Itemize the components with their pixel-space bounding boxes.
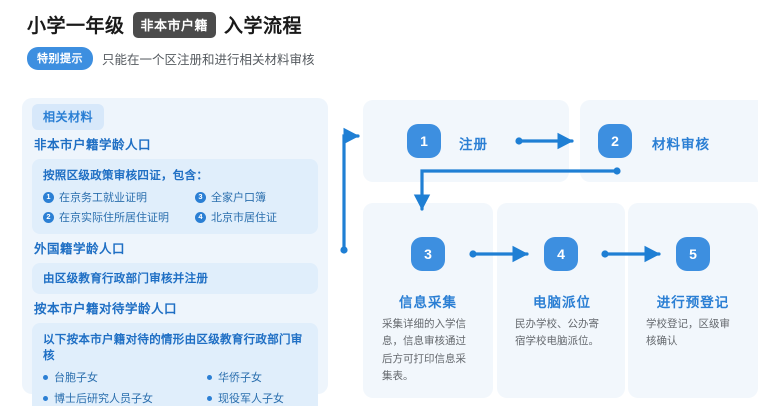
flow-card-step-3 [363, 203, 493, 398]
section-title-equivalent: 按本市户籍对待学龄人口 [34, 302, 178, 316]
section-box-head-equivalent: 以下按本市户籍对待的情形由区级教育行政部门审核 [43, 334, 303, 362]
certificate-list: 1 在京务工就业证明 3 全家户口簿 2 在京实际住所居住证明 4 北京市居住证 [43, 189, 307, 225]
section-box-equivalent: 以下按本市户籍对待的情形由区级教育行政部门审核 台胞子女 华侨子女 博士后研究人… [32, 323, 318, 406]
section-box-head-nonlocal: 按照区级政策审核四证，包含： [43, 170, 209, 182]
tip-text: 只能在一个区注册和进行相关材料审核 [102, 53, 315, 67]
tip-row: 特别提示 只能在一个区注册和进行相关材料审核 [27, 47, 315, 70]
list-item-label: 华侨子女 [218, 372, 262, 384]
flow-card-step-5 [628, 203, 758, 398]
list-item: 4 北京市居住证 [195, 209, 307, 225]
step-label-2: 材料审核 [652, 137, 710, 152]
list-item-label: 台胞子女 [54, 372, 98, 384]
flow-card-step-4 [497, 203, 625, 398]
materials-panel-tab: 相关材料 [32, 104, 105, 130]
tip-badge: 特别提示 [27, 47, 93, 70]
list-item: 台胞子女 [43, 369, 203, 385]
list-item: 博士后研究人员子女 [43, 390, 203, 406]
list-number: 2 [43, 211, 54, 223]
list-number: 4 [195, 211, 206, 223]
section-title-foreign: 外国籍学龄人口 [34, 242, 126, 256]
connector-materials-to-step1 [340, 127, 360, 254]
list-item: 2 在京实际住所居住证明 [43, 209, 191, 225]
list-item: 现役军人子女 [207, 390, 307, 406]
step-number-5: 5 [676, 237, 710, 271]
section-box-foreign: 由区级教育行政部门审核并注册 [32, 263, 318, 294]
equivalent-list: 台胞子女 华侨子女 博士后研究人员子女 现役军人子女 [43, 369, 307, 406]
list-item-label: 全家户口簿 [211, 192, 266, 204]
step-number-1: 1 [407, 124, 441, 158]
list-item-label: 现役军人子女 [218, 393, 284, 405]
section-box-nonlocal: 按照区级政策审核四证，包含： 1 在京务工就业证明 3 全家户口簿 2 在京实际… [32, 159, 318, 234]
page-title-main: 小学一年级 [27, 16, 125, 37]
list-item-label: 在京实际住所居住证明 [59, 212, 169, 224]
section-box-line-foreign: 由区级教育行政部门审核并注册 [43, 273, 209, 285]
list-item: 华侨子女 [207, 369, 307, 385]
list-number: 3 [195, 191, 206, 203]
step-description-3: 采集详细的入学信息，信息审核通过后方可打印信息采集表。 [382, 318, 466, 382]
list-item: 1 在京务工就业证明 [43, 189, 191, 205]
page-header: 小学一年级 非本市户籍 入学流程 特别提示 只能在一个区注册和进行相关材料审核 [0, 0, 758, 88]
list-number: 1 [43, 191, 54, 203]
page-title-tail: 入学流程 [224, 16, 303, 37]
step-label-5: 进行预登记 [656, 295, 730, 310]
page-title: 小学一年级 非本市户籍 入学流程 [27, 11, 302, 38]
step-label-1: 注册 [459, 137, 488, 152]
step-number-4: 4 [544, 237, 578, 271]
list-item-label: 博士后研究人员子女 [54, 393, 153, 405]
materials-panel: 相关材料 非本市户籍学龄人口 按照区级政策审核四证，包含： 1 在京务工就业证明… [22, 98, 328, 406]
materials-panel-body: 非本市户籍学龄人口 按照区级政策审核四证，包含： 1 在京务工就业证明 3 全家… [22, 130, 328, 406]
page-title-badge: 非本市户籍 [132, 11, 217, 38]
bullet-icon [207, 395, 212, 401]
step-number-2: 2 [598, 124, 632, 158]
list-item-label: 北京市居住证 [211, 212, 277, 224]
bullet-icon [43, 374, 48, 380]
step-label-4: 电脑派位 [533, 295, 591, 310]
bullet-icon [43, 395, 48, 401]
step-description-5: 学校登记，区级审核确认 [646, 318, 730, 348]
list-item: 3 全家户口簿 [195, 189, 307, 205]
list-item-label: 在京务工就业证明 [59, 192, 147, 204]
bullet-icon [207, 374, 212, 380]
section-title-nonlocal: 非本市户籍学龄人口 [34, 138, 152, 152]
step-label-3: 信息采集 [399, 295, 457, 310]
step-description-4: 民办学校、公办寄宿学校电脑派位。 [515, 318, 599, 348]
step-number-3: 3 [411, 237, 445, 271]
